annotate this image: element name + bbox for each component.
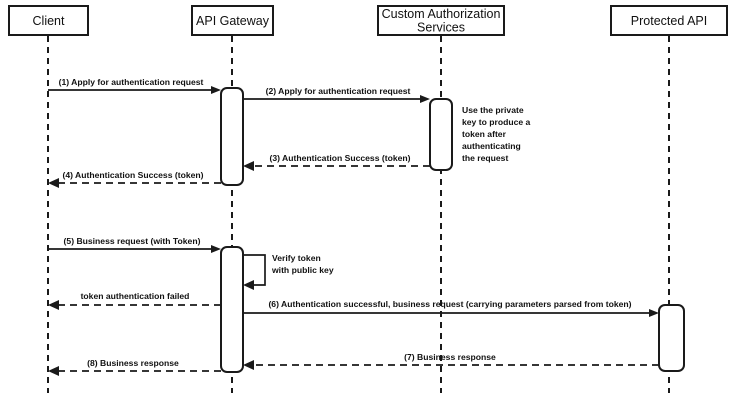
message-1-label: (1) Apply for authentication request (59, 77, 204, 87)
participant-box-custom-authorization-services[interactable] (377, 5, 505, 36)
note-private-key-line-2: key to produce a (462, 117, 531, 127)
note-private-key-line-4: authenticating (462, 141, 521, 151)
note-private-key-line-5: the request (462, 153, 508, 163)
participant-label-api-gateway: API Gateway (196, 14, 270, 28)
message-token-authentication-failed-arrowhead (48, 300, 59, 310)
participant-label-client: Client (33, 14, 65, 28)
participant-box-api-gateway[interactable] (191, 5, 274, 36)
message-1-apply-for-authentication-request[interactable]: (1) Apply for authentication request (48, 77, 221, 94)
message-self-verify-token[interactable]: Verify token with public key (243, 253, 334, 290)
participant-box-client[interactable] (8, 5, 89, 36)
message-7-arrowhead (243, 360, 254, 370)
message-4-arrowhead (48, 178, 59, 188)
activation-bar-api-gateway-business (220, 246, 244, 373)
activation-bar-custom-authorization-services (429, 98, 453, 171)
message-5-business-request-with-token[interactable]: (5) Business request (with Token) (48, 236, 221, 253)
participant-label-custom-authorization-services-line2: Services (417, 20, 465, 34)
message-token-authentication-failed[interactable]: token authentication failed (48, 291, 221, 310)
message-8-label: (8) Business response (87, 358, 179, 368)
message-self-arrowhead (243, 280, 254, 290)
message-2-arrowhead (420, 95, 430, 103)
note-private-key-line-3: token after (462, 129, 507, 139)
message-2-apply-for-authentication-request[interactable]: (2) Apply for authentication request (243, 86, 430, 103)
message-self-line (243, 254, 266, 286)
message-3-label: (3) Authentication Success (token) (269, 153, 410, 163)
participant-box-protected-api[interactable] (610, 5, 728, 36)
note-private-key-line-1: Use the private (462, 105, 524, 115)
participant-label-protected-api: Protected API (631, 14, 707, 28)
message-self-label-line-1: Verify token (272, 253, 321, 263)
message-2-label: (2) Apply for authentication request (266, 86, 411, 96)
note-private-key: Use the private key to produce a token a… (462, 105, 531, 163)
message-8-business-response[interactable]: (8) Business response (48, 358, 221, 376)
message-8-arrowhead (48, 366, 59, 376)
message-5-label: (5) Business request (with Token) (64, 236, 201, 246)
message-5-arrowhead (211, 245, 221, 253)
message-self-label-line-2: with public key (271, 265, 334, 275)
message-6-authentication-successful-business-request[interactable]: (6) Authentication successful, business … (243, 299, 659, 317)
message-4-authentication-success-token[interactable]: (4) Authentication Success (token) (48, 170, 221, 188)
activation-bar-api-gateway-auth (220, 87, 244, 186)
message-token-authentication-failed-label: token authentication failed (81, 291, 190, 301)
message-3-arrowhead (243, 161, 254, 171)
message-7-label: (7) Business response (404, 352, 496, 362)
participant-label-custom-authorization-services-line1: Custom Authorization (382, 7, 501, 21)
activation-bar-protected-api (658, 304, 685, 372)
message-6-label: (6) Authentication successful, business … (268, 299, 631, 309)
message-3-authentication-success-token[interactable]: (3) Authentication Success (token) (243, 153, 430, 171)
message-6-arrowhead (649, 309, 659, 317)
message-4-label: (4) Authentication Success (token) (62, 170, 203, 180)
message-7-business-response[interactable]: (7) Business response (243, 352, 659, 370)
message-1-arrowhead (211, 86, 221, 94)
